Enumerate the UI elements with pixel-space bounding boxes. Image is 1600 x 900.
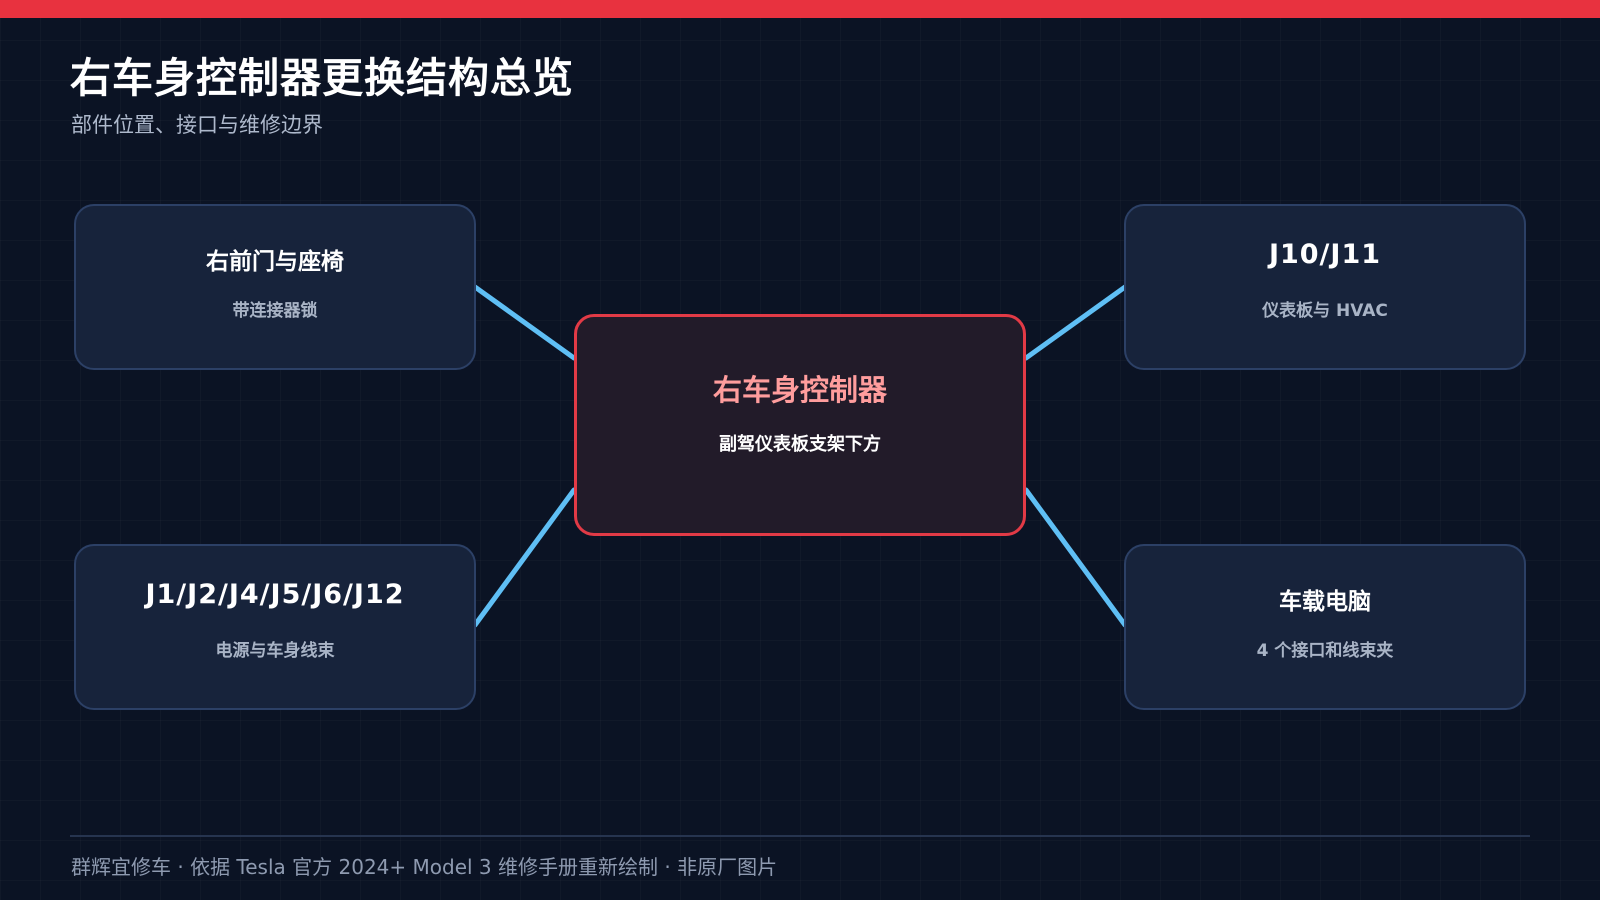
connector-top-left: [472, 284, 577, 361]
node-subtitle: 带连接器锁: [232, 301, 318, 321]
connector-bottom-left: [472, 487, 577, 628]
connector-top-right: [1023, 284, 1128, 361]
footer-divider: [70, 835, 1530, 837]
node-j10-j11: J10/J11 仪表板与 HVAC: [1124, 204, 1526, 370]
node-power-harness-connectors: J1/J2/J4/J5/J6/J12 电源与车身线束: [74, 544, 476, 710]
center-node-body-controller: 右车身控制器 副驾仪表板支架下方: [574, 314, 1026, 536]
page-subtitle: 部件位置、接口与维修边界: [71, 113, 323, 137]
center-node-subtitle: 副驾仪表板支架下方: [719, 434, 881, 455]
node-subtitle: 电源与车身线束: [215, 641, 335, 661]
node-title: J10/J11: [1268, 239, 1382, 270]
page-title: 右车身控制器更换结构总览: [70, 54, 574, 102]
node-subtitle: 仪表板与 HVAC: [1262, 301, 1388, 321]
top-accent-bar: [0, 0, 1600, 18]
node-title: 车载电脑: [1279, 589, 1371, 615]
node-title: J1/J2/J4/J5/J6/J12: [145, 579, 405, 610]
center-node-title: 右车身控制器: [712, 373, 887, 407]
node-title: 右前门与座椅: [206, 249, 344, 275]
node-subtitle: 4 个接口和线束夹: [1256, 641, 1394, 661]
connector-bottom-right: [1023, 487, 1128, 628]
node-vehicle-computer: 车载电脑 4 个接口和线束夹: [1124, 544, 1526, 710]
node-front-door-seat: 右前门与座椅 带连接器锁: [74, 204, 476, 370]
footer-credit: 群辉宜修车 · 依据 Tesla 官方 2024+ Model 3 维修手册重新…: [71, 855, 778, 879]
